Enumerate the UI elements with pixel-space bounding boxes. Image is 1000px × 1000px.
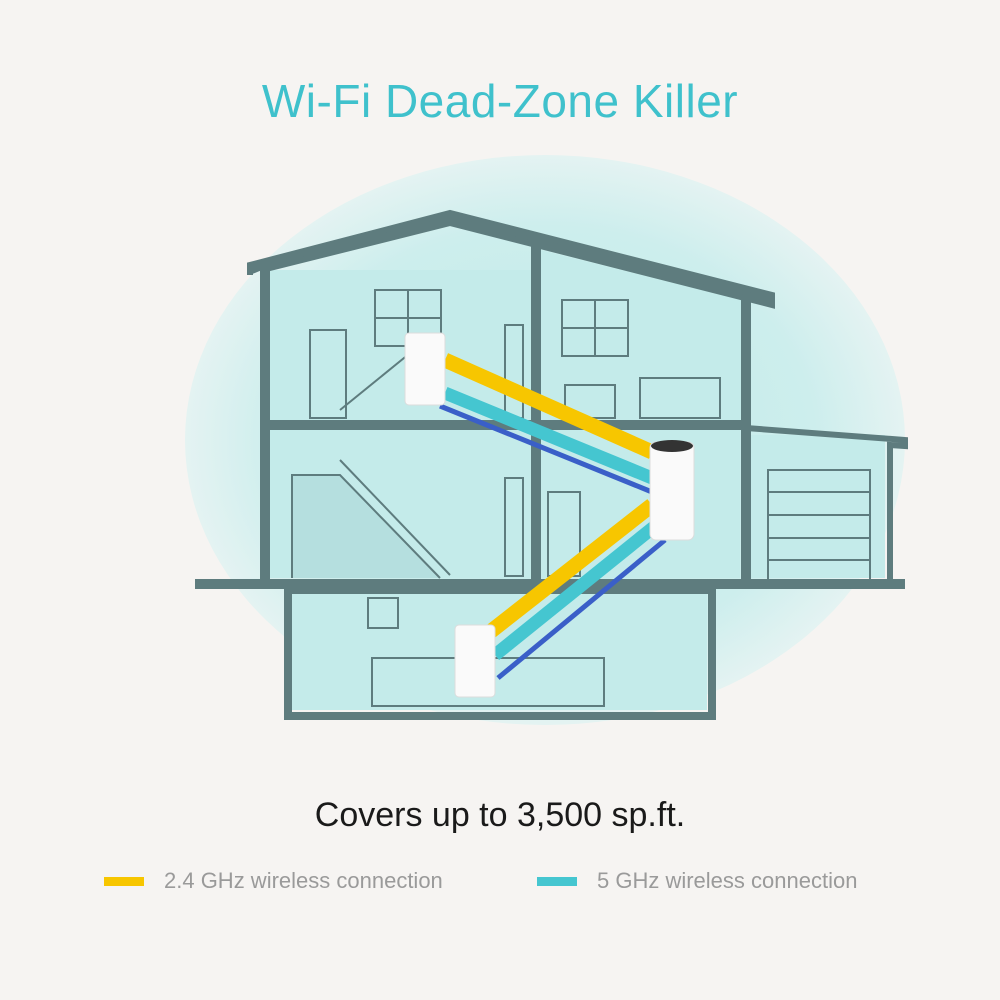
mesh-extender-bottom [454,624,496,698]
legend-swatch-yellow [104,876,144,886]
legend-2-4ghz: 2.4 GHz wireless connection [104,868,443,894]
house [195,209,908,720]
mesh-extender-top [404,332,446,406]
legend-5ghz: 5 GHz wireless connection [537,868,857,894]
legend-label: 5 GHz wireless connection [597,868,858,893]
link-2-4ghz-upper [441,353,656,459]
link-blue-lower [496,538,667,680]
page-title: Wi-Fi Dead-Zone Killer [261,75,739,127]
legend-label: 2.4 GHz wireless connection [164,868,443,893]
wifi-links [439,353,667,680]
link-5ghz-upper [442,386,655,485]
link-2-4ghz-lower [485,499,657,638]
link-blue-upper [439,403,653,495]
legend-swatch-teal [537,876,577,886]
mesh-router-center [649,440,695,541]
coverage-text: Covers up to 3,500 sp.ft. [314,796,686,834]
link-5ghz-lower [490,516,665,661]
